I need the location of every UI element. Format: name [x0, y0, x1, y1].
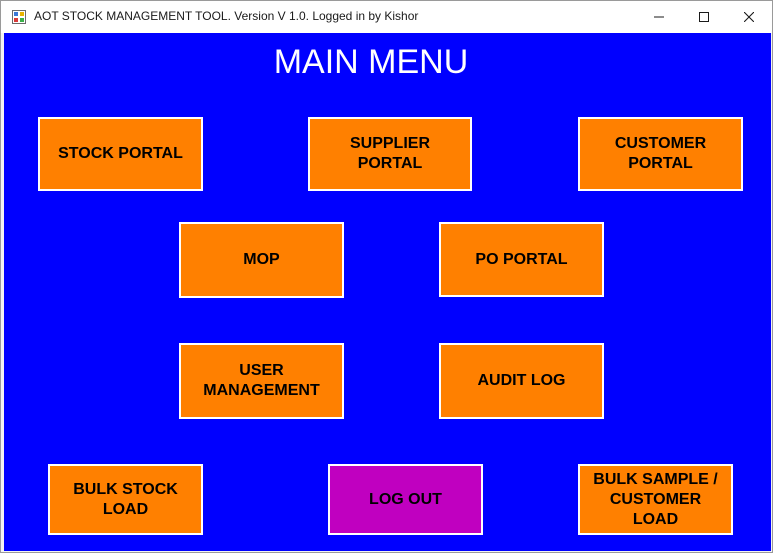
log-out-button[interactable]: LOG OUT: [328, 464, 483, 535]
maximize-icon: [699, 12, 709, 22]
app-icon: [12, 10, 26, 24]
minimize-button[interactable]: [636, 1, 682, 33]
maximize-button[interactable]: [681, 1, 727, 33]
supplier-portal-label: SUPPLIER PORTAL: [349, 135, 430, 172]
stock-portal-label: STOCK PORTAL: [58, 145, 183, 162]
bulk-stock-load-label: BULK STOCK LOAD: [73, 480, 178, 518]
close-button[interactable]: [726, 1, 772, 33]
po-portal-label: PO PORTAL: [475, 250, 568, 268]
bulk-sample-customer-load-button[interactable]: BULK SAMPLE / CUSTOMER LOAD: [578, 464, 733, 535]
close-icon: [744, 12, 754, 22]
audit-log-label: AUDIT LOG: [477, 372, 566, 389]
customer-portal-button[interactable]: CUSTOMER PORTAL: [578, 117, 743, 191]
mop-label: MOP: [243, 251, 280, 268]
po-portal-button[interactable]: PO PORTAL: [439, 222, 604, 297]
log-out-label: LOG OUT: [369, 490, 442, 508]
mop-button[interactable]: MOP: [179, 222, 344, 298]
audit-log-button[interactable]: AUDIT LOG: [439, 343, 604, 419]
bulk-stock-load-button[interactable]: BULK STOCK LOAD: [48, 464, 203, 535]
minimize-icon: [654, 16, 664, 18]
window-title: AOT STOCK MANAGEMENT TOOL. Version V 1.0…: [34, 9, 419, 23]
user-management-label: USER MANAGEMENT: [203, 362, 320, 399]
page-title: MAIN MENU: [273, 43, 469, 81]
bulk-sample-customer-load-label: BULK SAMPLE / CUSTOMER LOAD: [593, 470, 718, 528]
title-bar[interactable]: AOT STOCK MANAGEMENT TOOL. Version V 1.0…: [1, 1, 772, 33]
main-menu-panel: MAIN MENU STOCK PORTAL SUPPLIER PORTAL C…: [4, 33, 771, 551]
customer-portal-label: CUSTOMER PORTAL: [614, 135, 707, 172]
supplier-portal-button[interactable]: SUPPLIER PORTAL: [308, 117, 472, 191]
stock-portal-button[interactable]: STOCK PORTAL: [38, 117, 203, 191]
user-management-button[interactable]: USER MANAGEMENT: [179, 343, 344, 419]
